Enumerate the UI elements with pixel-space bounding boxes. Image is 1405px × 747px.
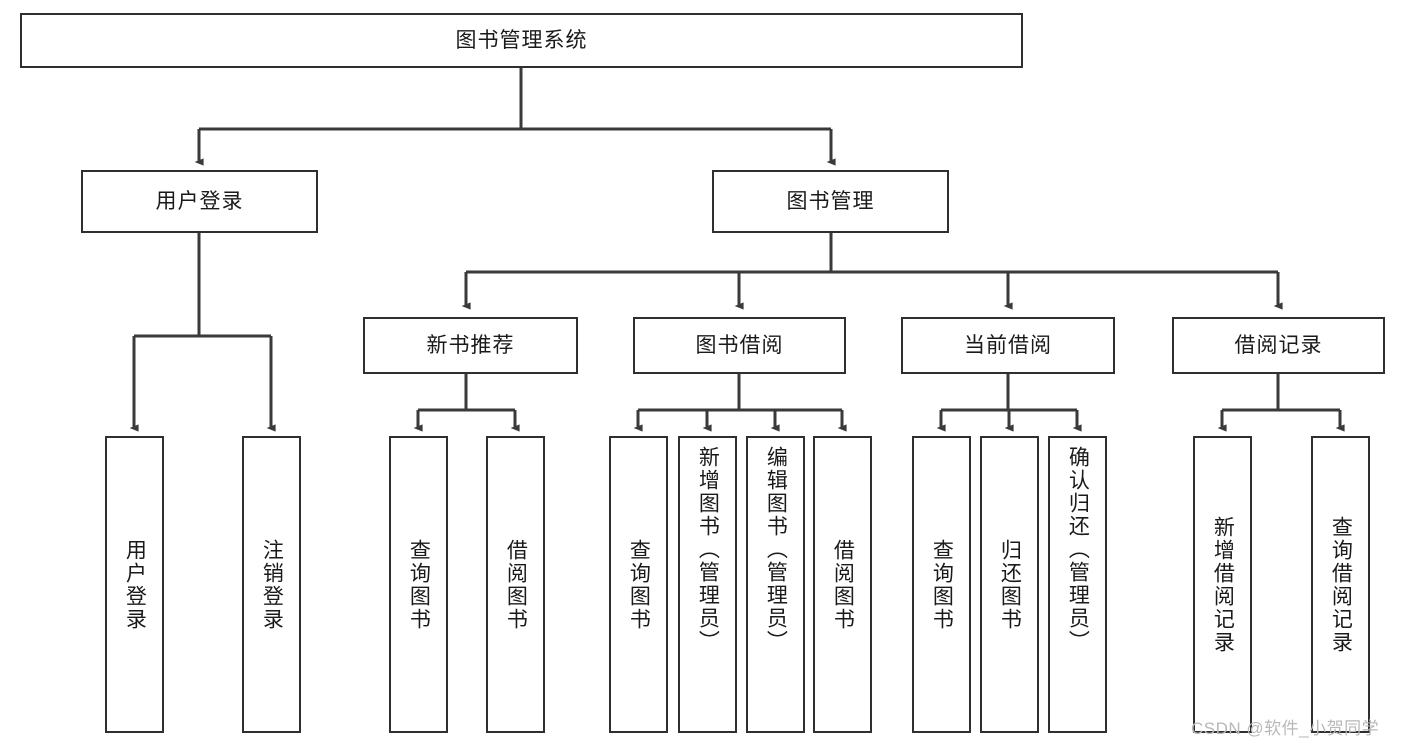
node-leaf-br-add[interactable]: 新增借阅记录 (1193, 436, 1252, 733)
node-leaf-bb-query[interactable]: 查询图书 (609, 436, 668, 733)
node-leaf-nbr-borrow-label: 借阅图书 (504, 538, 528, 631)
node-leaf-bb-borrow[interactable]: 借阅图书 (813, 436, 872, 733)
node-leaf-cb-return[interactable]: 归还图书 (980, 436, 1039, 733)
node-leaf-br-query[interactable]: 查询借阅记录 (1311, 436, 1370, 733)
node-leaf-nbr-query-label: 查询图书 (407, 538, 431, 631)
node-leaf-bb-edit[interactable]: 编辑图书（管理员） (746, 436, 805, 733)
node-leaf-user-login[interactable]: 用户登录 (105, 436, 164, 733)
node-leaf-bb-borrow-label: 借阅图书 (831, 538, 855, 631)
node-root[interactable]: 图书管理系统 (20, 13, 1023, 68)
node-leaf-nbr-borrow[interactable]: 借阅图书 (486, 436, 545, 733)
node-leaf-cb-query-label: 查询图书 (930, 538, 954, 631)
node-leaf-br-add-label: 新增借阅记录 (1211, 515, 1235, 654)
node-leaf-nbr-query[interactable]: 查询图书 (389, 436, 448, 733)
node-book-borrow[interactable]: 图书借阅 (633, 317, 846, 374)
node-new-book-rec-label: 新书推荐 (426, 333, 515, 357)
node-user-login-label: 用户登录 (155, 189, 244, 213)
node-leaf-bb-add[interactable]: 新增图书（管理员） (678, 436, 737, 733)
node-book-manage[interactable]: 图书管理 (712, 170, 949, 233)
node-leaf-cb-confirm[interactable]: 确认归还（管理员） (1048, 436, 1107, 733)
node-new-book-rec[interactable]: 新书推荐 (363, 317, 578, 374)
csdn-watermark: CSDN @软件_小贺同学 (1191, 719, 1380, 738)
node-leaf-user-logout-label: 注销登录 (260, 538, 284, 631)
node-leaf-br-query-label: 查询借阅记录 (1329, 515, 1353, 654)
node-borrow-record[interactable]: 借阅记录 (1172, 317, 1385, 374)
node-borrow-record-label: 借阅记录 (1234, 333, 1323, 357)
node-root-label: 图书管理系统 (455, 28, 588, 52)
node-leaf-user-logout[interactable]: 注销登录 (242, 436, 301, 733)
node-current-borrow-label: 当前借阅 (964, 333, 1052, 357)
node-leaf-bb-add-label: 新增图书（管理员） (696, 446, 720, 653)
node-current-borrow[interactable]: 当前借阅 (901, 317, 1115, 374)
node-leaf-cb-confirm-label: 确认归还（管理员） (1066, 446, 1090, 653)
node-book-manage-label: 图书管理 (786, 189, 875, 213)
node-leaf-cb-query[interactable]: 查询图书 (912, 436, 971, 733)
node-leaf-cb-return-label: 归还图书 (998, 538, 1022, 631)
node-user-login[interactable]: 用户登录 (81, 170, 318, 233)
node-leaf-bb-edit-label: 编辑图书（管理员） (764, 446, 788, 653)
node-leaf-user-login-label: 用户登录 (123, 538, 147, 631)
node-leaf-bb-query-label: 查询图书 (627, 538, 651, 631)
node-book-borrow-label: 图书借阅 (695, 333, 784, 357)
